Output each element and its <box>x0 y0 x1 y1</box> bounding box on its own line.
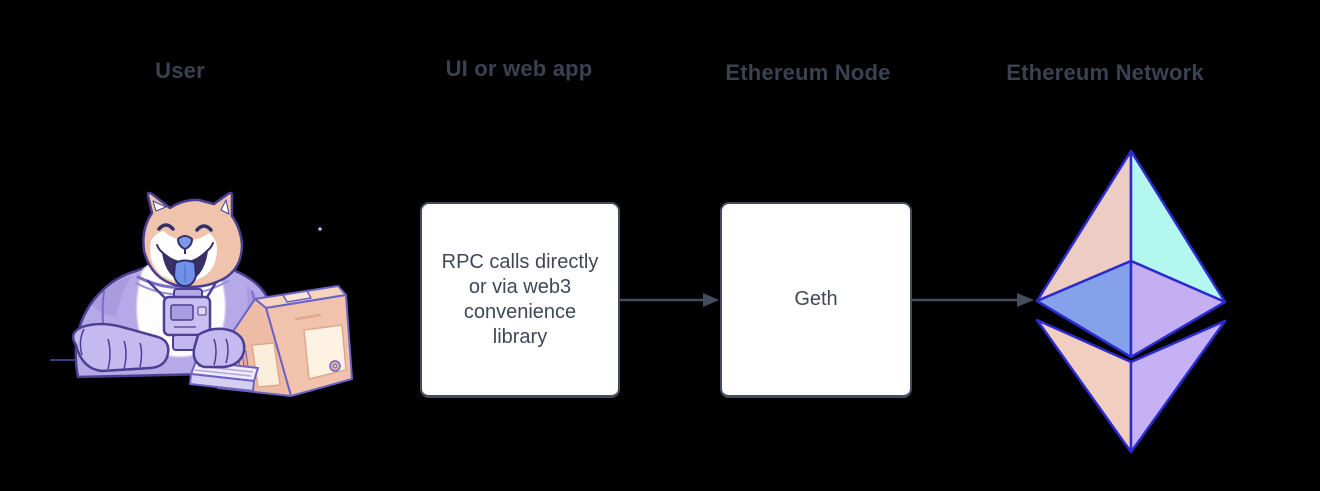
arrow-ui-to-node <box>620 293 719 307</box>
doge-eye-left <box>157 223 175 231</box>
doge-eye-right <box>195 224 213 232</box>
arrowhead-icon <box>1017 293 1034 307</box>
doge-head <box>142 191 244 289</box>
doge-astronaut-illustration <box>50 191 353 397</box>
box-geth-text: Geth <box>794 288 838 310</box>
box-ethereum-node-geth: Geth <box>720 202 912 398</box>
column-label-ethereum-network: Ethereum Network <box>1006 60 1204 85</box>
arrowhead-icon <box>703 293 719 307</box>
sparkle-dot <box>318 227 322 231</box>
arrow-node-to-network <box>912 293 1034 307</box>
column-label-ethereum-node: Ethereum Node <box>725 60 891 85</box>
inner-ear-left <box>152 200 167 212</box>
doge-nose <box>177 235 193 250</box>
column-label-ui-or-web-app: UI or web app <box>445 56 593 81</box>
ethereum-logo-icon <box>1035 149 1227 454</box>
eth-face-bottom-right <box>1129 319 1227 454</box>
box-ui-or-web-app: RPC calls directly or via web3 convenien… <box>420 202 620 398</box>
computer-port <box>329 360 341 372</box>
doge-gloves <box>71 322 246 373</box>
box-ui-text: RPC calls directly or via web3 convenien… <box>441 250 599 348</box>
column-label-user: User <box>155 58 205 83</box>
inner-ear-right <box>220 199 230 215</box>
computer-back-panel <box>303 324 347 380</box>
eth-face-mid-right <box>1129 259 1227 359</box>
chest-control-pack <box>162 288 212 351</box>
retro-computer <box>204 285 353 397</box>
